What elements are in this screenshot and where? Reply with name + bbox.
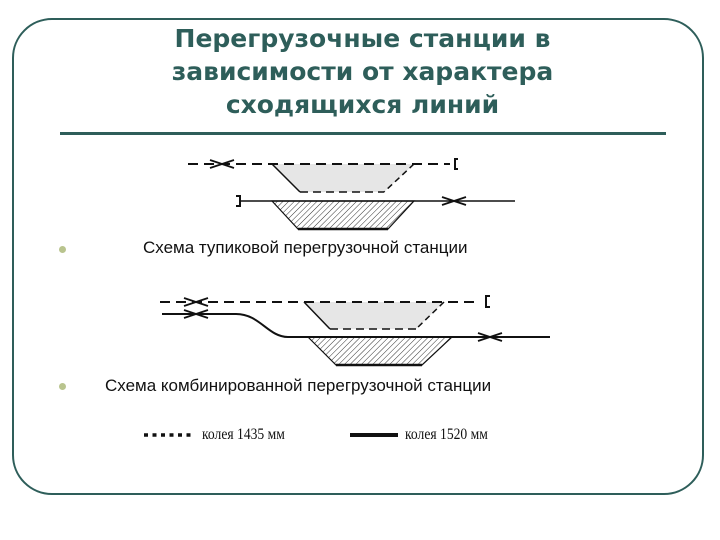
- switch-icon: [183, 297, 209, 307]
- buffer-stop-icon: [454, 158, 458, 170]
- title-line-3: сходящихся линий: [225, 90, 500, 119]
- slide-title: Перегрузочные станции в зависимости от х…: [60, 22, 665, 121]
- title-line-1: Перегрузочные станции в: [174, 24, 551, 53]
- switch-icon: [183, 309, 209, 319]
- platform-1435: [304, 302, 444, 329]
- platform-1520: [306, 336, 454, 366]
- buffer-stop-icon: [236, 195, 241, 207]
- bullet-icon: [59, 246, 66, 253]
- bullet-icon: [59, 383, 66, 390]
- title-line-2: зависимости от характера: [171, 57, 554, 86]
- legend-solid-swatch: [350, 433, 398, 437]
- legend-label-1520: колея 1520 мм: [405, 426, 488, 443]
- title-underline: [60, 132, 666, 135]
- combined-station-diagram: [160, 295, 550, 367]
- dead-end-station-diagram: [188, 158, 515, 231]
- switch-icon: [209, 159, 235, 169]
- caption-combined: Схема комбинированной перегрузочной стан…: [105, 376, 492, 395]
- switch-icon: [477, 332, 503, 342]
- legend-dotted-swatch: [144, 433, 194, 437]
- caption-dead-end: Схема тупиковой перегрузочной станции: [143, 238, 468, 257]
- platform-1435: [272, 164, 414, 192]
- track-1520: [162, 313, 550, 338]
- legend-label-1435: колея 1435 мм: [202, 426, 285, 443]
- buffer-stop-icon: [485, 295, 490, 308]
- slide-frame: [12, 18, 704, 495]
- platform-1520: [270, 200, 416, 230]
- switch-icon: [441, 196, 467, 206]
